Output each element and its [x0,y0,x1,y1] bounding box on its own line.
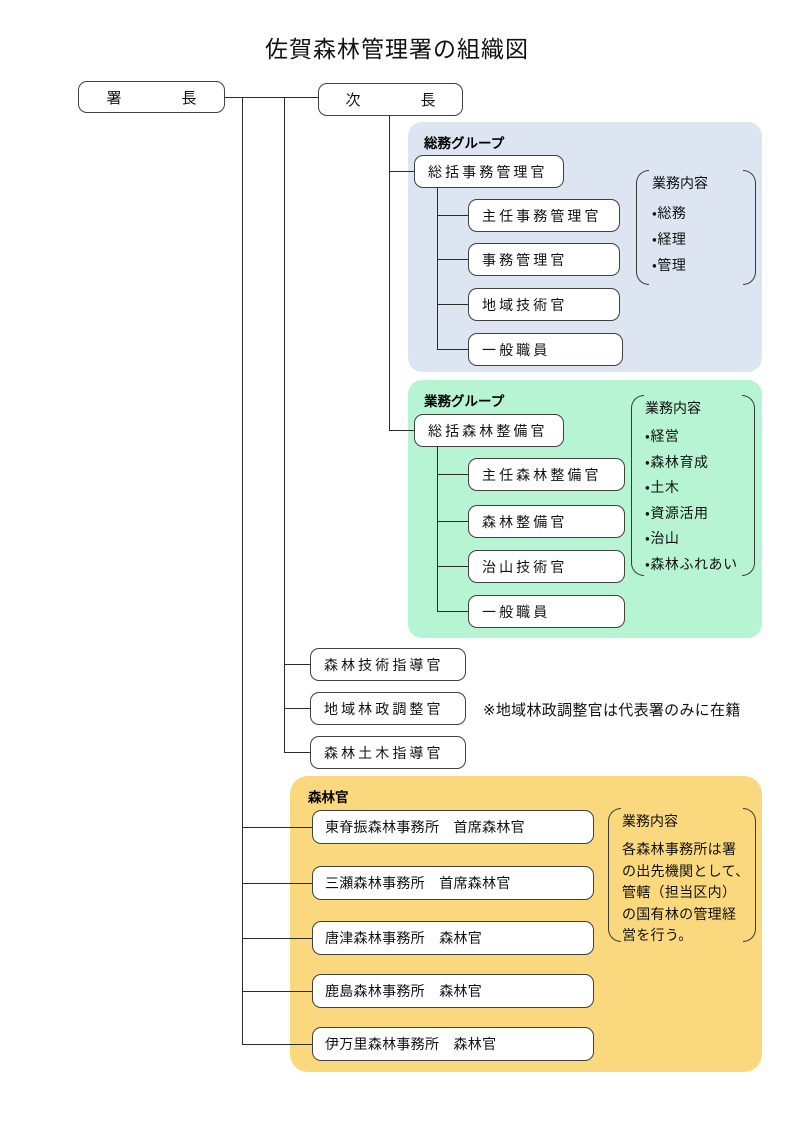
connector-gyomu-branch-2 [437,521,468,523]
connector-trunk-staff [284,97,286,752]
connector-to-somu-head [389,171,415,173]
connector-office-branch-1 [242,827,312,829]
forest-duties-text: 各森林事務所は署の出先機関として、管轄（担当区内）の国有林の管理経営を行う。 [622,842,750,944]
connector-office-branch-4 [242,991,312,993]
gyomu-member-box-1: 主任森林整備官 [468,458,625,491]
somu-member-box-4: 一般職員 [468,333,623,366]
gyomu-member-box-3: 治山技術官 [468,550,625,583]
connector-staff-branch-1 [284,664,310,666]
gyomu-member-box-2: 森林整備官 [468,505,625,538]
chief-box: 署 長 [78,81,225,113]
gyomu-member-box-4: 一般職員 [468,595,625,628]
gyomu-duty-1: ・経営 [645,429,680,445]
forest-duties-bracket-left [608,808,621,942]
connector-gyomu-trunk [437,447,439,612]
somu-member-box-1: 主任事務管理官 [468,199,620,232]
connector-somu-branch-3 [437,304,468,306]
connector-somu-branch-2 [437,259,468,261]
gyomu-duty-5: ・治山 [645,531,680,547]
connector-gyomu-branch-4 [437,611,468,613]
connector-chief-to-deputy [225,97,318,99]
gyomu-duty-6: ・森林ふれあい [645,556,738,573]
staff-box-forest-technical-advisor: 森林技術指導官 [310,648,466,681]
somu-duty-3: ・管理 [652,258,687,274]
coordinator-note: ※地域林政調整官は代表署のみに在籍 [483,701,741,719]
office-box-imari: 伊万里森林事務所 森林官 [312,1027,594,1061]
somu-duties: 業務内容 ・総務 ・経理 ・管理 [652,174,708,279]
operations-group-label: 業務グループ [424,394,505,410]
connector-trunk-forest-offices [242,97,244,1044]
deputy-chief-box: 次 長 [318,83,463,116]
office-box-higashisefuri: 東脊振森林事務所 首席森林官 [312,810,594,844]
connector-to-gyomu-head [389,430,415,432]
somu-member-box-3: 地域技術官 [468,288,620,321]
connector-deputy-trunk [389,115,391,430]
somu-duties-bracket-left [636,170,649,285]
gyomu-duty-3: ・土木 [645,480,680,496]
staff-box-regional-forest-policy-coordinator: 地域林政調整官 [310,692,466,725]
somu-duties-title: 業務内容 [652,176,708,192]
gyomu-head-box: 総括森林整備官 [414,414,564,447]
staff-box-forest-civil-engineering-advisor: 森林土木指導官 [310,736,466,769]
gyomu-duties-title: 業務内容 [645,401,701,417]
forest-duties-title: 業務内容 [622,814,678,830]
connector-office-branch-3 [242,938,312,940]
gyomu-duty-4: ・資源活用 [645,505,709,522]
forest-duties: 業務内容 各森林事務所は署の出先機関として、管轄（担当区内）の国有林の管理経営を… [622,812,750,948]
general-affairs-group-label: 総務グループ [424,136,505,152]
connector-somu-branch-1 [437,215,468,217]
gyomu-duties: 業務内容 ・経営 ・森林育成 ・土木 ・資源活用 ・治山 ・森林ふれあい [645,399,738,578]
gyomu-duty-2: ・森林育成 [645,454,709,471]
connector-somu-trunk [437,188,439,350]
somu-duties-bracket-right [743,170,756,285]
somu-duty-1: ・総務 [652,206,687,222]
page-title: 佐賀森林管理署の組織図 [265,37,529,63]
forest-officers-group-label: 森林官 [308,790,349,806]
connector-somu-branch-4 [437,349,468,351]
connector-staff-branch-2 [284,708,310,710]
office-box-mitsuse: 三瀬森林事務所 首席森林官 [312,866,594,900]
somu-member-box-2: 事務管理官 [468,243,620,276]
office-box-kashima: 鹿島森林事務所 森林官 [312,974,594,1008]
somu-head-box: 総括事務管理官 [414,155,564,188]
connector-office-branch-5 [242,1044,312,1046]
connector-office-branch-2 [242,883,312,885]
connector-gyomu-branch-1 [437,474,468,476]
office-box-karatsu: 唐津森林事務所 森林官 [312,921,594,955]
connector-gyomu-branch-3 [437,566,468,568]
gyomu-duties-bracket-right [742,395,755,576]
gyomu-duties-bracket-left [631,395,644,576]
connector-staff-branch-3 [284,752,310,754]
somu-duty-2: ・経理 [652,232,687,248]
